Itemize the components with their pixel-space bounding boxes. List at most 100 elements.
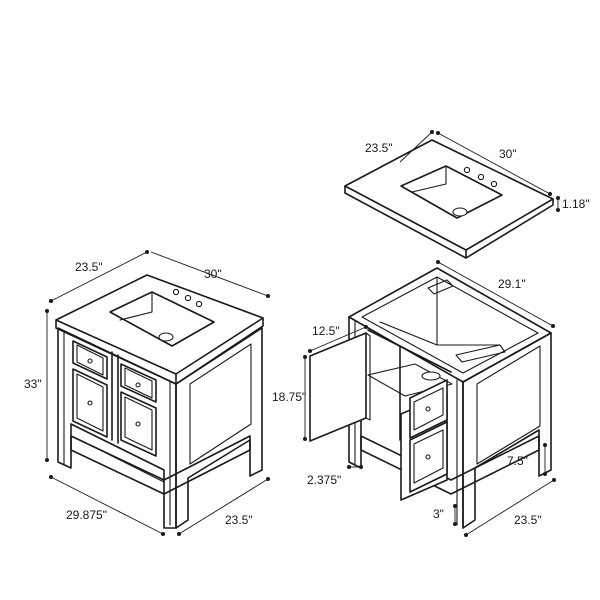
- dim-endpoint: [161, 532, 165, 536]
- dim-endpoint: [359, 465, 363, 469]
- dim-endpoint: [552, 478, 556, 482]
- dim-line-base-depth: [178, 478, 269, 535]
- countertop-dimensions: [399, 130, 560, 212]
- cabinet-open-door[interactable]: [309, 332, 367, 442]
- faucet-hole-icon: [172, 288, 180, 296]
- label-vanity-height: 33": [24, 377, 42, 391]
- vanity-closed-dimensions: [45, 250, 270, 536]
- dim-endpoint: [49, 299, 53, 303]
- vanity-drain-icon: [158, 332, 174, 342]
- dim-endpoint: [543, 472, 547, 476]
- faucet-hole-icon: [490, 180, 498, 188]
- dim-line-door-width: [309, 326, 367, 352]
- label-door-height: 18.75": [272, 390, 306, 404]
- vanity-drawer-right-top-panel: [124, 367, 153, 399]
- dim-endpoint: [303, 437, 307, 441]
- vanity-door-left[interactable]: [72, 368, 108, 438]
- vanity-door-left-panel: [76, 373, 104, 432]
- vanity-sink-basin: [109, 291, 215, 347]
- dim-line-base-width: [50, 476, 164, 535]
- label-toe-height: 3": [433, 507, 444, 521]
- dim-endpoint: [464, 533, 468, 537]
- knob-icon[interactable]: [135, 382, 141, 388]
- vanity-side-panel: [189, 343, 252, 465]
- dim-endpoint: [453, 504, 457, 508]
- label-top-thickness: 1.18": [562, 197, 590, 211]
- label-cabinet-depth: 23.5": [514, 513, 542, 527]
- cabinet-open: [309, 267, 552, 529]
- dim-endpoint: [364, 325, 368, 329]
- cabinet-side-frame: [462, 332, 552, 529]
- vanity-drawer-left-top[interactable]: [72, 340, 108, 380]
- dim-endpoint: [45, 458, 49, 462]
- label-shelf-height: 7.5": [507, 454, 528, 468]
- dim-endpoint: [436, 131, 440, 135]
- dim-endpoint: [347, 465, 351, 469]
- cabinet-side-panel: [476, 345, 541, 465]
- faucet-hole-icon: [463, 166, 471, 174]
- dim-line-width: [150, 251, 269, 297]
- dim-endpoint: [45, 309, 49, 313]
- dim-line-inner-width: [437, 261, 554, 327]
- knob-icon[interactable]: [135, 421, 141, 427]
- dim-line-cabinet-depth: [465, 479, 555, 536]
- cabinet-drawer-front-bottom-panel: [413, 429, 444, 484]
- label-base-depth: 23.5": [225, 513, 253, 527]
- knob-icon[interactable]: [425, 406, 431, 412]
- countertop-surface: [344, 139, 554, 251]
- vanity-closed: [55, 274, 264, 529]
- cabinet-bracket: [427, 279, 454, 295]
- label-inner-width: 29.1": [498, 277, 526, 291]
- dim-endpoint: [453, 522, 457, 526]
- cabinet-bottom-shelf: [360, 435, 540, 495]
- cabinet-open-dimensions: [303, 260, 556, 537]
- cabinet-back-floor: [379, 321, 501, 346]
- faucet-hole-icon: [195, 300, 203, 308]
- dim-endpoint: [543, 443, 547, 447]
- dim-line-top-depth: [399, 131, 433, 163]
- knob-icon[interactable]: [425, 454, 431, 460]
- vanity-shelf-edge: [79, 439, 165, 483]
- cabinet-front-rail: [367, 329, 452, 373]
- dim-endpoint: [556, 208, 560, 212]
- faucet-hole-icon: [184, 294, 192, 302]
- dim-endpoint: [548, 192, 552, 196]
- knob-icon[interactable]: [87, 400, 93, 406]
- dim-endpoint: [49, 475, 53, 479]
- knob-icon[interactable]: [87, 358, 93, 364]
- label-base-width: 29.875": [66, 508, 107, 522]
- label-vanity-depth: 23.5": [75, 260, 103, 274]
- dim-endpoint: [303, 355, 307, 359]
- vanity-drawer-left-top-panel: [76, 344, 104, 376]
- faucet-hole-icon: [477, 173, 485, 181]
- vanity-door-right-panel: [124, 396, 153, 451]
- countertop: [344, 139, 554, 259]
- dim-endpoint: [551, 324, 555, 328]
- dim-endpoint: [145, 250, 149, 254]
- dim-endpoint: [556, 196, 560, 200]
- vanity-drawer-right-top[interactable]: [120, 363, 157, 403]
- dim-line-depth: [50, 251, 148, 302]
- dim-endpoint: [436, 260, 440, 264]
- vanity-bottom-shelf: [70, 435, 251, 495]
- dim-line-top-width: [437, 132, 551, 195]
- label-leg-offset: 2.375": [307, 473, 341, 487]
- countertop-sink-inner: [411, 165, 447, 193]
- dim-endpoint: [266, 294, 270, 298]
- dim-endpoint: [177, 532, 181, 536]
- countertop-drain-icon: [452, 207, 468, 217]
- label-door-width: 12.5": [312, 324, 340, 338]
- cabinet-drawer-front-top-panel: [413, 387, 444, 431]
- cabinet-rear-rail: [455, 344, 506, 363]
- label-top-depth: 23.5": [365, 141, 393, 155]
- dim-endpoint: [308, 349, 312, 353]
- label-vanity-width: 30": [204, 267, 222, 281]
- vanity-door-right[interactable]: [120, 391, 157, 457]
- vanity-sink-inner: [119, 291, 153, 321]
- dim-endpoint: [266, 477, 270, 481]
- cabinet-drain-hole-icon: [421, 371, 441, 381]
- vanity-top-surface: [55, 274, 264, 375]
- dimension-labels: 23.5" 30" 1.18" 29.1" 12.5" 18.75" 2.375…: [24, 141, 590, 527]
